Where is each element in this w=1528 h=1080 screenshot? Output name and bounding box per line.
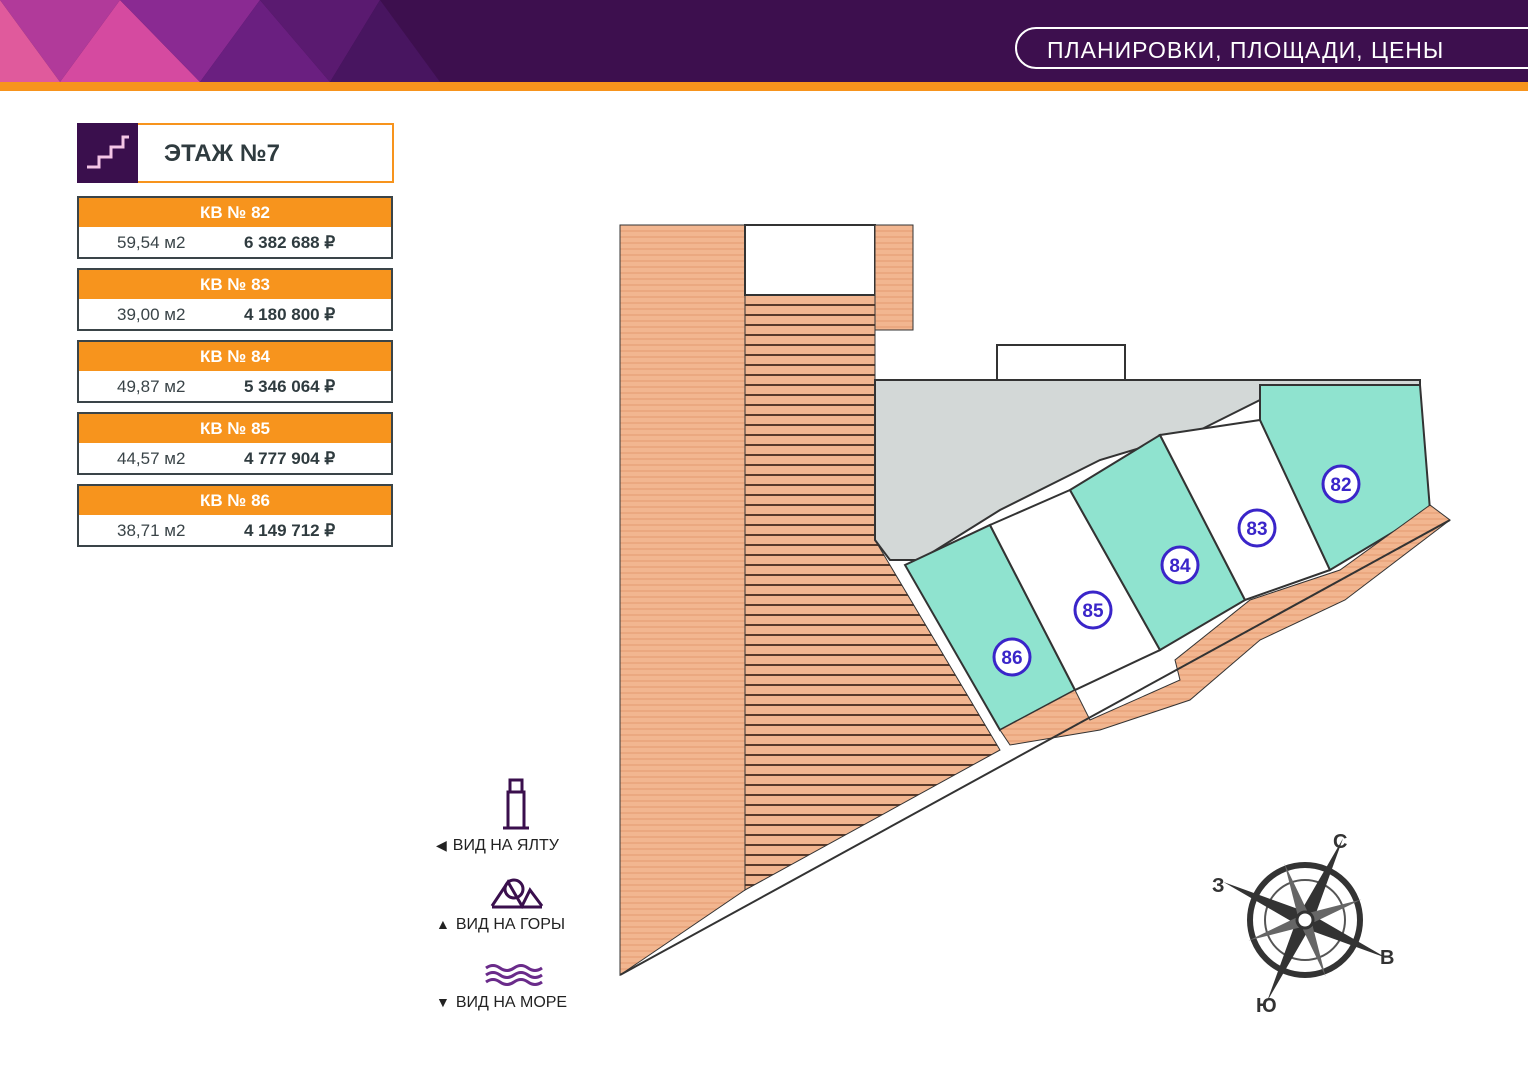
balconies [999,504,1451,746]
header-banner: ПЛАНИРОВКИ, ПЛОЩАДИ, ЦЕНЫ [0,0,1528,82]
section-title: ПЛАНИРОВКИ, ПЛОЩАДИ, ЦЕНЫ [1015,27,1528,69]
apartment-number: КВ № 85 [79,414,391,443]
triangle-decoration [0,0,440,82]
apartment-card-85[interactable]: КВ № 85 44,57 м2 4 777 904 ₽ [77,412,393,475]
apartment-number: КВ № 83 [79,270,391,299]
orange-stripe [0,82,1528,91]
stairwell [744,224,876,296]
legend-label: ВИД НА ГОРЫ [455,916,566,933]
legend-label: ВИД НА ЯЛТУ [452,837,559,854]
mountain-sun-icon [490,878,544,910]
compass-north: С [1333,831,1347,853]
apartment-area: 39,00 м2 [117,305,186,324]
apartment-card-82[interactable]: КВ № 82 59,54 м2 6 382 688 ₽ [77,196,393,259]
lighthouse-icon [503,778,529,830]
plan-label-86: 86 [1001,648,1022,669]
compass-east: В [1380,947,1394,969]
arrow-down-icon: ▼ [436,994,450,1010]
floor-header: ЭТАЖ №7 [77,123,394,183]
apartment-area: 49,87 м2 [117,377,186,396]
apartment-area: 38,71 м2 [117,521,186,540]
apartment-price: 4 180 800 ₽ [244,305,336,324]
plan-label-84: 84 [1169,556,1191,577]
apartment-number: КВ № 82 [79,198,391,227]
plan-label-83: 83 [1246,519,1267,540]
apartment-price: 5 346 064 ₽ [244,377,336,396]
legend-sea-view: ▼ ВИД НА МОРЕ [436,994,567,1012]
apartment-number: КВ № 84 [79,342,391,371]
apartment-card-83[interactable]: КВ № 83 39,00 м2 4 180 800 ₽ [77,268,393,331]
legend-yalta-view: ◀ ВИД НА ЯЛТУ [436,837,559,855]
apartment-area: 59,54 м2 [117,233,186,252]
plan-label-82: 82 [1330,475,1351,496]
legend-mountain-view: ▲ ВИД НА ГОРЫ [436,916,565,934]
apartment-price: 4 149 712 ₽ [244,521,336,540]
apartment-card-84[interactable]: КВ № 84 49,87 м2 5 346 064 ₽ [77,340,393,403]
compass-west: З [1212,875,1225,897]
plan-label-85: 85 [1082,601,1104,622]
compass-rose-icon [1223,838,1387,1002]
waves-icon [485,964,543,986]
apartment-price: 4 777 904 ₽ [244,449,336,468]
apartment-card-86[interactable]: КВ № 86 38,71 м2 4 149 712 ₽ [77,484,393,547]
floor-title: ЭТАЖ №7 [164,140,281,167]
stairs-icon [77,123,138,183]
arrow-up-icon: ▲ [436,916,450,932]
compass-south: Ю [1256,995,1277,1017]
apartment-price: 6 382 688 ₽ [244,233,336,252]
terrace-west [619,224,746,976]
apartment-number: КВ № 86 [79,486,391,515]
arrow-left-icon: ◀ [436,837,447,853]
legend-label: ВИД НА МОРЕ [455,994,568,1011]
apartment-area: 44,57 м2 [117,449,186,468]
